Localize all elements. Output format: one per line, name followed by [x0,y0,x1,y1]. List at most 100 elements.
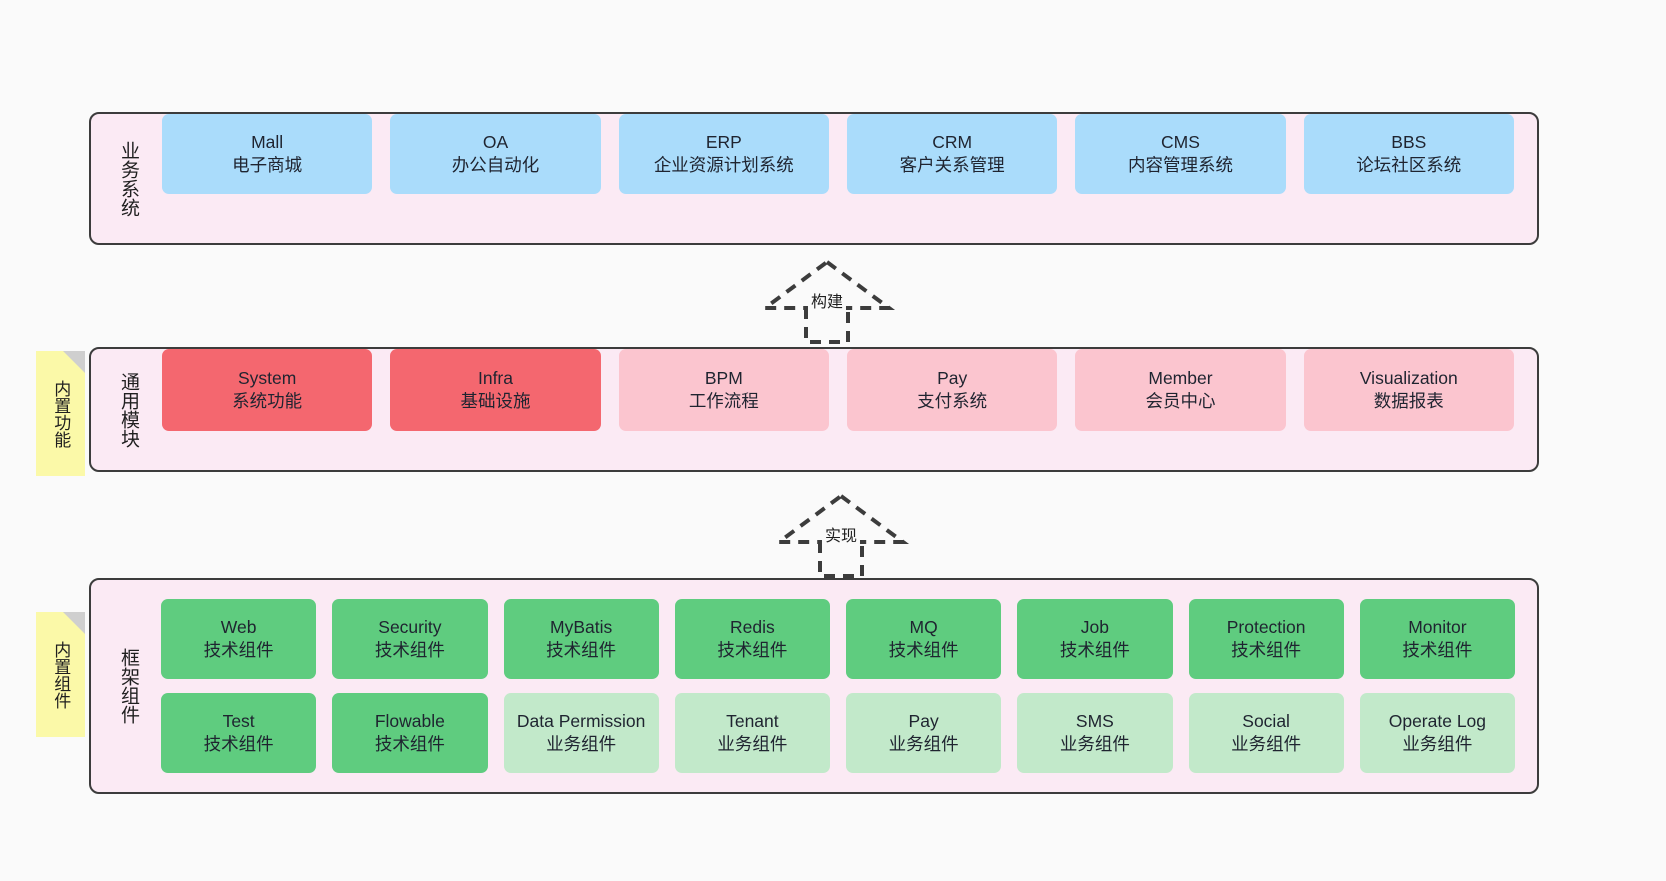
node-name-en: CRM [932,131,973,152]
sticky-note-builtin-features: 内置功能 [36,351,85,476]
node-name-cn: 技术组件 [888,640,959,660]
node-name-cn: 内容管理系统 [1127,155,1233,175]
node-name-cn: 业务组件 [717,734,788,754]
arrow-implement-label: 实现 [821,522,861,546]
node-name-cn: 技术组件 [203,734,274,754]
node-name-cn: 技术组件 [546,640,617,660]
node-name-cn: 业务组件 [1402,734,1473,754]
node-name-cn: 论坛社区系统 [1356,155,1462,175]
node-name-en: Security [378,616,442,637]
node-name-en: Operate Log [1388,710,1487,731]
framework-business-node-pay[interactable]: Pay 业务组件 [846,693,1002,773]
framework-tech-node-job[interactable]: Job 技术组件 [1017,599,1173,679]
node-name-en: Member [1148,367,1213,388]
framework-business-node-operate-log[interactable]: Operate Log 业务组件 [1359,693,1515,773]
module-node-infra[interactable]: Infra 基础设施 [390,349,601,431]
node-name-en: Flowable [374,710,445,731]
node-name-cn: 工作流程 [688,391,759,411]
framework-tech-node-redis[interactable]: Redis 技术组件 [674,599,830,679]
node-name-cn: 基础设施 [460,391,531,411]
framework-tech-node-mybatis[interactable]: MyBatis 技术组件 [503,599,659,679]
arrow-build-label: 构建 [807,288,847,312]
business-node-crm[interactable]: CRM 客户关系管理 [846,114,1058,194]
module-node-visualization[interactable]: Visualization 数据报表 [1303,349,1514,431]
business-node-bbs[interactable]: BBS 论坛社区系统 [1303,114,1514,194]
node-name-cn: 业务组件 [1059,734,1130,754]
framework-business-node-data-permission[interactable]: Data Permission 业务组件 [503,693,659,773]
node-name-cn: 业务组件 [888,734,959,754]
layer-framework-title: 框架组件 [118,648,139,724]
node-name-cn: 技术组件 [717,640,788,660]
layer-modules-title: 通用模块 [118,371,139,448]
module-node-bpm[interactable]: BPM 工作流程 [618,349,829,431]
node-name-cn: 技术组件 [1059,640,1130,660]
arrow-implement: 实现 [772,492,910,578]
node-name-en: Protection [1226,616,1306,637]
node-name-cn: 技术组件 [203,640,274,660]
node-name-en: CMS [1161,131,1200,152]
node-name-cn: 业务组件 [1231,734,1302,754]
framework-tech-node-monitor[interactable]: Monitor 技术组件 [1359,599,1515,679]
framework-business-node-test[interactable]: Test 技术组件 [161,693,317,773]
node-name-en: MQ [909,616,938,637]
module-node-system[interactable]: System 系统功能 [162,349,373,431]
node-name-en: SMS [1075,710,1114,731]
node-name-en: Infra [477,367,513,388]
node-name-en: Redis [730,616,775,637]
node-name-cn: 数据报表 [1373,391,1444,411]
node-name-en: BBS [1391,131,1427,152]
sticky-fold-icon [63,612,85,634]
node-name-cn: 技术组件 [374,734,445,754]
node-name-cn: 业务组件 [546,734,617,754]
module-node-list: System 系统功能 Infra 基础设施 BPM 工作流程 Pay 支付系统 Member 会… [139,349,1537,470]
node-name-cn: 客户关系管理 [899,155,1005,175]
node-name-cn: 企业资源计划系统 [653,155,794,175]
node-name-en: Visualization [1359,367,1458,388]
layer-common-modules: 通用模块 System 系统功能 Infra 基础设施 BPM 工作流程 Pay 支付系统 Me… [89,347,1539,472]
node-name-en: Job [1080,616,1109,637]
layer-business-title: 业务系统 [118,140,139,217]
framework-tech-node-mq[interactable]: MQ 技术组件 [846,599,1002,679]
node-name-cn: 支付系统 [917,391,988,411]
node-name-en: Pay [908,710,939,731]
node-name-en: ERP [705,131,742,152]
sticky-fold-icon [63,351,85,373]
node-name-en: System [237,367,297,388]
node-name-en: Social [1242,710,1290,731]
framework-business-node-flowable[interactable]: Flowable 技术组件 [332,693,488,773]
framework-business-node-sms[interactable]: SMS 业务组件 [1017,693,1173,773]
framework-tech-node-protection[interactable]: Protection 技术组件 [1188,599,1344,679]
arrow-build: 构建 [758,258,896,344]
node-name-cn: 技术组件 [1231,640,1302,660]
framework-tech-node-web[interactable]: Web 技术组件 [161,599,317,679]
node-name-en: MyBatis [550,616,613,637]
node-name-en: Pay [937,367,968,388]
sticky-note-builtin-components-label: 内置组件 [51,640,71,709]
business-node-erp[interactable]: ERP 企业资源计划系统 [618,114,829,194]
node-name-cn: 技术组件 [1402,640,1473,660]
node-name-en: Monitor [1408,616,1467,637]
node-name-cn: 系统功能 [232,391,303,411]
node-name-en: Web [220,616,257,637]
node-name-en: Data Permission [516,710,646,731]
node-name-en: BPM [704,367,743,388]
node-name-en: Test [222,710,255,731]
sticky-note-builtin-components: 内置组件 [36,612,85,737]
node-name-cn: 电子商城 [232,155,303,175]
node-name-cn: 会员中心 [1145,391,1216,411]
node-name-cn: 办公自动化 [451,155,540,175]
business-node-cms[interactable]: CMS 内容管理系统 [1075,114,1286,194]
module-node-member[interactable]: Member 会员中心 [1075,349,1286,431]
framework-business-node-social[interactable]: Social 业务组件 [1188,693,1344,773]
module-node-pay[interactable]: Pay 支付系统 [846,349,1058,431]
